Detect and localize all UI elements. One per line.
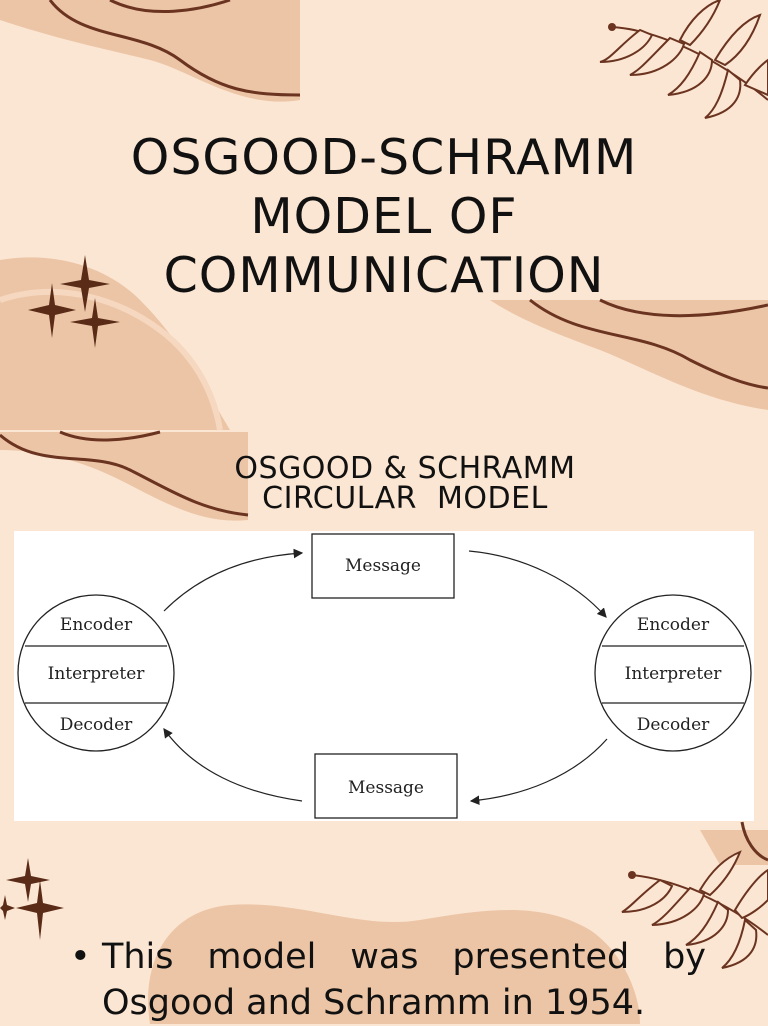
bullet-line-2: Osgood and Schramm in 1954.	[102, 983, 646, 1023]
circular-model-diagram: Message Message Encoder Interpreter Deco…	[14, 531, 754, 821]
arrow-right-to-bottom-message	[469, 738, 608, 805]
title-line-2: MODEL OF	[250, 188, 518, 245]
top-message-label: Message	[345, 556, 421, 576]
curve-left-mid	[0, 433, 249, 517]
bullet-word: was	[350, 937, 419, 977]
title-line-1: OSGOOD-SCHRAMM	[130, 129, 638, 186]
bullet-word: model	[207, 937, 317, 977]
curve-right-middle	[529, 298, 768, 390]
bullet-word: by	[663, 937, 706, 977]
bullet-point: • This model was presented by Osgood and…	[70, 934, 706, 1026]
sparkle-stars-top	[28, 255, 120, 348]
arrow-bottom-message-to-left	[163, 728, 303, 802]
arrow-left-to-top-message	[163, 548, 304, 612]
curve-left-mid-2	[59, 430, 161, 442]
bullet-word: This	[102, 937, 174, 977]
bottom-message-box	[314, 753, 458, 819]
bullet-line-1: This model was presented by	[102, 934, 706, 980]
heading-line-2: CIRCULAR MODEL	[262, 481, 548, 516]
bullet-text: This model was presented by Osgood and S…	[102, 934, 706, 1026]
diagram-svg: Message Message Encoder Interpreter Deco…	[17, 533, 752, 819]
bullet-word: presented	[452, 937, 630, 977]
left-participant-circle: Encoder Interpreter Decoder	[17, 594, 175, 752]
right-participant-circle: Encoder Interpreter Decoder	[594, 594, 752, 752]
slide-title: OSGOOD-SCHRAMM MODEL OF COMMUNICATION	[84, 128, 684, 305]
right-encoder-label: Encoder	[637, 615, 710, 635]
left-decoder-label: Decoder	[60, 715, 133, 735]
heading-line-1: OSGOOD & SCHRAMM	[234, 451, 576, 486]
left-interpreter-label: Interpreter	[48, 664, 146, 684]
bullet-symbol: •	[70, 937, 91, 977]
blob-left	[0, 257, 230, 430]
leaf-branch-top-right	[599, 0, 768, 119]
curve-bottom-right	[740, 821, 768, 862]
arrow-top-message-to-right	[468, 550, 607, 618]
blob-right-middle	[490, 300, 768, 410]
left-encoder-label: Encoder	[60, 615, 133, 635]
bottom-message-label: Message	[348, 778, 424, 798]
blob-bottom-right	[700, 830, 768, 865]
curve-right-middle-2	[599, 298, 768, 318]
diagram-heading: OSGOOD & SCHRAMM CIRCULAR MODEL	[180, 454, 630, 514]
leaf-branch-bottom-right	[621, 850, 768, 969]
top-message-box	[311, 533, 455, 599]
blob-bottom	[148, 904, 641, 1024]
blob-top-left	[0, 0, 300, 102]
curve-top-left	[48, 0, 301, 97]
curve-top-left-2	[109, 0, 231, 14]
right-decoder-label: Decoder	[637, 715, 710, 735]
sparkle-stars-bottom	[0, 858, 64, 940]
title-line-3: COMMUNICATION	[163, 247, 605, 304]
right-interpreter-label: Interpreter	[625, 664, 723, 684]
